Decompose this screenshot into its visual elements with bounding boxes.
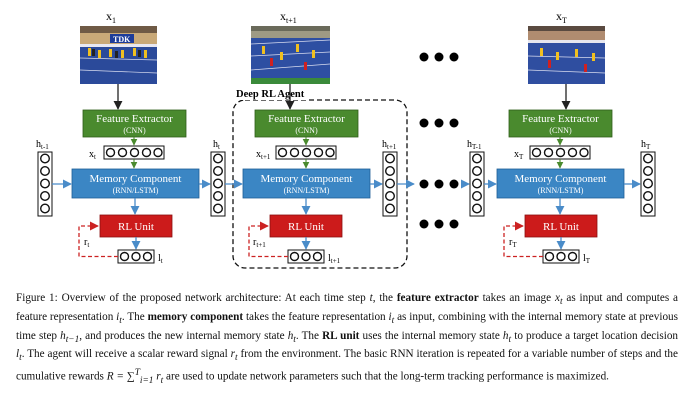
svg-text:Feature Extractor: Feature Extractor bbox=[522, 113, 599, 125]
frame-2-input-label: xt+1 bbox=[280, 9, 297, 25]
svg-text:RL Unit: RL Unit bbox=[543, 221, 579, 233]
location-vector-2 bbox=[287, 249, 325, 264]
deep-rl-agent-label: Deep RL Agent bbox=[236, 89, 305, 100]
input-image-2 bbox=[250, 26, 331, 84]
svg-text:RL Unit: RL Unit bbox=[288, 221, 324, 233]
hidden-state-t-minus-1 bbox=[37, 151, 53, 217]
feature-vector-3 bbox=[529, 145, 591, 160]
h-t-minus-1-label: ht-1 bbox=[36, 139, 49, 151]
r-t-label: rt bbox=[84, 237, 89, 249]
input-image-1: TDK bbox=[79, 26, 158, 84]
location-vector-1 bbox=[117, 249, 155, 264]
frame-1-input-label: x1 bbox=[106, 9, 116, 25]
x-T-label: xT bbox=[514, 149, 524, 161]
h-T-label: hT bbox=[641, 139, 651, 151]
svg-text:(RNN/LSTM): (RNN/LSTM) bbox=[538, 186, 584, 195]
architecture-diagram: x1 xt+1 xT TDK bbox=[36, 9, 656, 269]
rl-unit-2: RL Unit bbox=[269, 214, 343, 238]
r-T-label: rT bbox=[509, 237, 517, 249]
h-t-plus-1-label: ht+1 bbox=[382, 139, 397, 151]
l-T-label: lT bbox=[583, 253, 591, 265]
svg-text:(CNN): (CNN) bbox=[295, 126, 318, 135]
rl-unit-3: RL Unit bbox=[524, 214, 598, 238]
caption-bold-rl: RL unit bbox=[322, 329, 360, 342]
memory-component-2: Memory Component (RNN/LSTM) bbox=[242, 168, 371, 199]
h-T-minus-1-label: hT-1 bbox=[467, 139, 482, 151]
feature-extractor-1: Feature Extractor (CNN) bbox=[82, 109, 187, 138]
input-image-3 bbox=[527, 26, 606, 84]
svg-text:Memory Component: Memory Component bbox=[515, 173, 607, 185]
feature-extractor-2: Feature Extractor (CNN) bbox=[254, 109, 359, 138]
x-t-label: xt bbox=[89, 149, 96, 161]
svg-text:Feature Extractor: Feature Extractor bbox=[96, 113, 173, 125]
hidden-state-t-plus-1 bbox=[382, 151, 398, 217]
frame-3-input-label: xT bbox=[556, 9, 567, 25]
x-t-plus-1-label: xt+1 bbox=[256, 149, 271, 161]
svg-text:Feature Extractor: Feature Extractor bbox=[268, 113, 345, 125]
feature-vector-1 bbox=[103, 145, 165, 160]
memory-component-3: Memory Component (RNN/LSTM) bbox=[496, 168, 625, 199]
location-vector-3 bbox=[542, 249, 580, 264]
hidden-state-t bbox=[210, 151, 226, 217]
svg-text:RL Unit: RL Unit bbox=[118, 221, 154, 233]
l-t-label: lt bbox=[158, 253, 163, 265]
svg-text:(RNN/LSTM): (RNN/LSTM) bbox=[284, 186, 330, 195]
figure-caption: Figure 1: Overview of the proposed netwo… bbox=[16, 292, 679, 387]
svg-text:Memory Component: Memory Component bbox=[261, 173, 353, 185]
h-t-label: ht bbox=[213, 139, 220, 151]
r-t-plus-1-label: rt+1 bbox=[253, 237, 266, 249]
svg-text:(CNN): (CNN) bbox=[549, 126, 572, 135]
ellipsis-dots bbox=[419, 52, 459, 229]
feature-extractor-3: Feature Extractor (CNN) bbox=[508, 109, 613, 138]
rl-unit-1: RL Unit bbox=[99, 214, 173, 238]
hidden-state-T-minus-1 bbox=[469, 151, 485, 217]
hidden-state-T bbox=[640, 151, 656, 217]
feature-vector-2 bbox=[275, 145, 337, 160]
caption-bold-feature: feature extractor bbox=[396, 292, 479, 304]
l-t-plus-1-label: lt+1 bbox=[328, 253, 341, 265]
tdk-logo: TDK bbox=[113, 35, 131, 44]
caption-bold-memory: memory component bbox=[147, 310, 244, 323]
svg-text:Memory Component: Memory Component bbox=[90, 173, 182, 185]
svg-text:(RNN/LSTM): (RNN/LSTM) bbox=[113, 186, 159, 195]
memory-component-1: Memory Component (RNN/LSTM) bbox=[71, 168, 200, 199]
svg-text:(CNN): (CNN) bbox=[123, 126, 146, 135]
